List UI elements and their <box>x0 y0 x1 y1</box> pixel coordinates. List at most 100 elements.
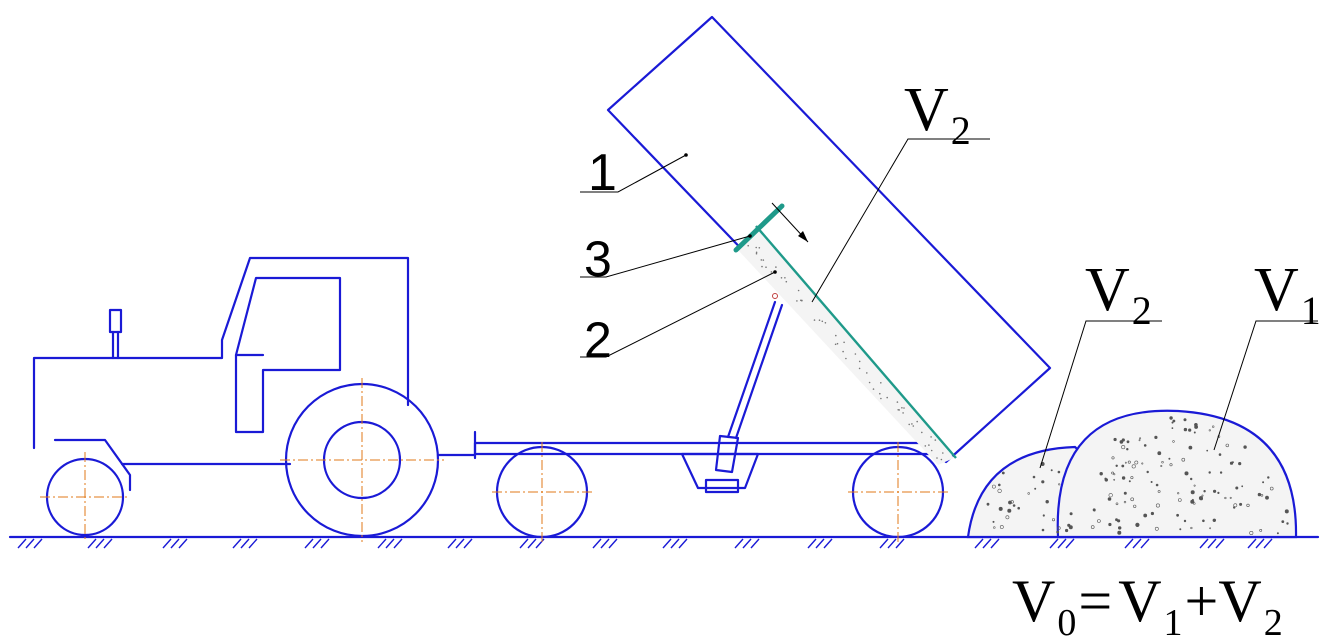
ground-hatch-tick <box>1199 538 1209 549</box>
ground-hatch-tick <box>95 538 105 549</box>
material-speck <box>780 277 783 279</box>
material-speck <box>942 452 944 454</box>
material-speck <box>1135 522 1140 528</box>
material-speck <box>1259 529 1263 532</box>
ground-hatch-tick <box>447 538 457 549</box>
material-speck <box>1262 481 1265 484</box>
label-part-1: 1 <box>588 144 617 202</box>
ground-hatch-tick <box>312 538 322 549</box>
material-speck <box>1201 494 1204 497</box>
material-speck <box>1265 495 1269 500</box>
ground-hatch-tick <box>103 538 113 549</box>
material-speck <box>1056 530 1060 534</box>
wheel-center-lines <box>40 378 948 542</box>
material-speck <box>1069 512 1073 516</box>
ground-hatch-tick <box>734 538 744 549</box>
tractor-body <box>32 256 410 450</box>
material-speck <box>1209 527 1212 530</box>
material-speck <box>880 382 882 384</box>
material-speck <box>940 458 943 461</box>
material-speck <box>1193 431 1196 434</box>
material-speck <box>930 436 932 438</box>
ground-hatch-tick <box>377 538 387 549</box>
material-speck <box>1058 483 1061 486</box>
material-speck <box>836 342 839 345</box>
material-speck <box>1188 428 1192 432</box>
material-speck <box>936 457 938 459</box>
material-speck <box>1269 486 1274 491</box>
material-speck <box>758 247 761 249</box>
material-speck <box>1233 503 1238 508</box>
material-speck <box>1172 440 1175 443</box>
label-v2-top: V2 <box>904 76 971 153</box>
material-speck <box>1012 504 1016 507</box>
material-speck <box>747 244 749 247</box>
material-speck <box>760 259 763 261</box>
material-speck <box>1208 471 1211 474</box>
material-speck <box>1032 475 1036 479</box>
ground-hatch-tick <box>670 538 680 549</box>
material-speck <box>1160 464 1163 467</box>
front-fender <box>53 438 132 492</box>
material-speck <box>1194 422 1198 427</box>
material-speck <box>1121 464 1125 468</box>
material-speck <box>1219 471 1223 474</box>
material-speck <box>761 265 763 268</box>
ground-hatch-tick <box>592 538 602 549</box>
material-speck <box>1064 528 1069 533</box>
material-speck <box>1281 520 1285 524</box>
material-speck <box>924 445 927 447</box>
material-speck <box>843 341 845 344</box>
material-speck <box>1225 443 1230 448</box>
ground-hatch-tick <box>1207 538 1217 549</box>
material-speck <box>1181 457 1186 462</box>
material-speck <box>1190 490 1195 495</box>
material-speck <box>824 322 827 324</box>
material-speck <box>1117 526 1122 530</box>
material-speck <box>1150 480 1153 483</box>
material-speck <box>880 397 882 400</box>
material-speck <box>858 367 861 370</box>
ground-hatch-tick <box>1255 538 1265 549</box>
ground-hatch-tick <box>304 538 314 549</box>
material-speck <box>818 319 821 322</box>
material-speck <box>1130 497 1134 502</box>
ground-hatch-tick <box>823 538 833 549</box>
ground-hatch-tick <box>535 538 545 549</box>
material-speck <box>1138 439 1141 442</box>
material-speck <box>1211 425 1215 428</box>
material-speck <box>1121 476 1126 480</box>
material-speck <box>1212 518 1217 522</box>
material-speck <box>1117 530 1122 535</box>
label-part-3: 3 <box>584 231 612 287</box>
material-speck <box>854 353 857 355</box>
material-speck <box>784 277 786 279</box>
material-speck <box>755 252 758 255</box>
material-speck <box>1212 489 1217 493</box>
label-v2-pile: V2 <box>1085 256 1152 333</box>
material-speck <box>1189 477 1193 481</box>
material-speck <box>1121 445 1126 450</box>
ground <box>8 535 1320 549</box>
shield-motion-arrow <box>798 231 808 242</box>
material-speck <box>911 423 913 425</box>
leader-2 <box>580 271 776 358</box>
material-speck <box>1168 457 1171 460</box>
leader-v1-pile <box>1213 320 1318 451</box>
material-speck <box>1249 530 1254 535</box>
material-speck <box>796 300 798 302</box>
material-speck <box>916 420 918 423</box>
material-speck <box>1126 448 1129 451</box>
leader-v2-pile <box>1039 320 1162 469</box>
ground-hatch-tick <box>982 538 992 549</box>
material-speck <box>1133 504 1137 508</box>
material-speck <box>886 396 888 399</box>
material-speck <box>1115 518 1118 522</box>
material-speck <box>1224 496 1227 500</box>
ground-hatch-tick <box>990 538 1000 549</box>
material-speck <box>1143 513 1148 518</box>
material-speck <box>898 409 900 411</box>
material-speck <box>902 412 904 414</box>
material-speck <box>1229 496 1232 499</box>
